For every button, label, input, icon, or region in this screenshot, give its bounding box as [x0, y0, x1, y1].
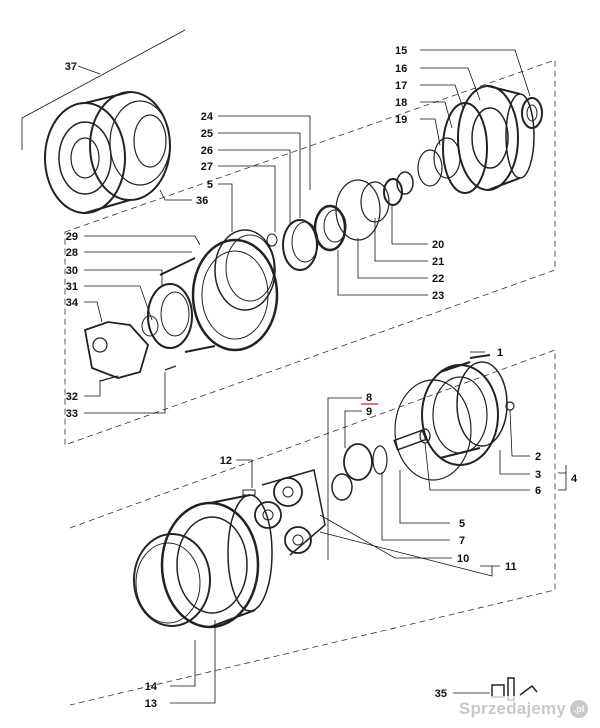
- carrier-middle-left: [83, 238, 279, 382]
- callout-3: 3: [535, 469, 541, 481]
- leader-lines: [77, 49, 567, 704]
- callout-35: 35: [435, 688, 447, 700]
- assembly-boundary: [64, 59, 556, 706]
- callout-18: 18: [395, 97, 407, 109]
- callout-17: 17: [395, 80, 407, 92]
- callout-5-upper: 5: [207, 179, 213, 191]
- callout-9: 9: [366, 406, 372, 418]
- callout-5-lower: 5: [459, 518, 465, 530]
- callout-24: 24: [201, 111, 214, 123]
- callout-16: 16: [395, 63, 407, 75]
- callout-8: 8: [366, 392, 372, 404]
- callout-27: 27: [201, 161, 213, 173]
- callout-33: 33: [66, 408, 78, 420]
- callout-11: 11: [505, 561, 517, 573]
- callout-1: 1: [497, 347, 503, 359]
- housing-lower-left: [133, 494, 273, 629]
- callout-labels: 37 36 24 25 26 27 5 15 16 17 18 19 20 21…: [65, 45, 578, 710]
- callout-4: 4: [571, 473, 578, 485]
- callout-2: 2: [535, 451, 541, 463]
- callout-36: 36: [196, 195, 208, 207]
- callout-14: 14: [145, 681, 158, 693]
- callout-12: 12: [220, 455, 232, 467]
- planet-carrier-lower: [242, 469, 326, 556]
- callout-10: 10: [457, 553, 469, 565]
- watermark-logo-icon: .pl: [570, 700, 588, 718]
- callout-15: 15: [395, 45, 407, 57]
- housing-upper-right: [417, 85, 543, 194]
- callout-25: 25: [201, 128, 213, 140]
- housing-lower-right: [331, 354, 515, 501]
- hub-assembly-37: [21, 29, 186, 214]
- callout-30: 30: [66, 265, 78, 277]
- watermark: Sprzedajemy .pl: [452, 696, 594, 722]
- callout-22: 22: [432, 273, 444, 285]
- callout-29: 29: [66, 231, 78, 243]
- callout-6: 6: [535, 485, 541, 497]
- callout-20: 20: [432, 239, 444, 251]
- callout-37: 37: [65, 61, 77, 73]
- callout-21: 21: [432, 256, 444, 268]
- callout-19: 19: [395, 114, 407, 126]
- callout-26: 26: [201, 145, 213, 157]
- callout-13: 13: [145, 698, 157, 710]
- callout-28: 28: [66, 247, 78, 259]
- watermark-text: Sprzedajemy: [458, 699, 566, 718]
- callout-32: 32: [66, 391, 78, 403]
- callout-7: 7: [459, 535, 465, 547]
- callout-31: 31: [66, 281, 78, 293]
- callout-23: 23: [432, 290, 444, 302]
- callout-34: 34: [66, 297, 79, 309]
